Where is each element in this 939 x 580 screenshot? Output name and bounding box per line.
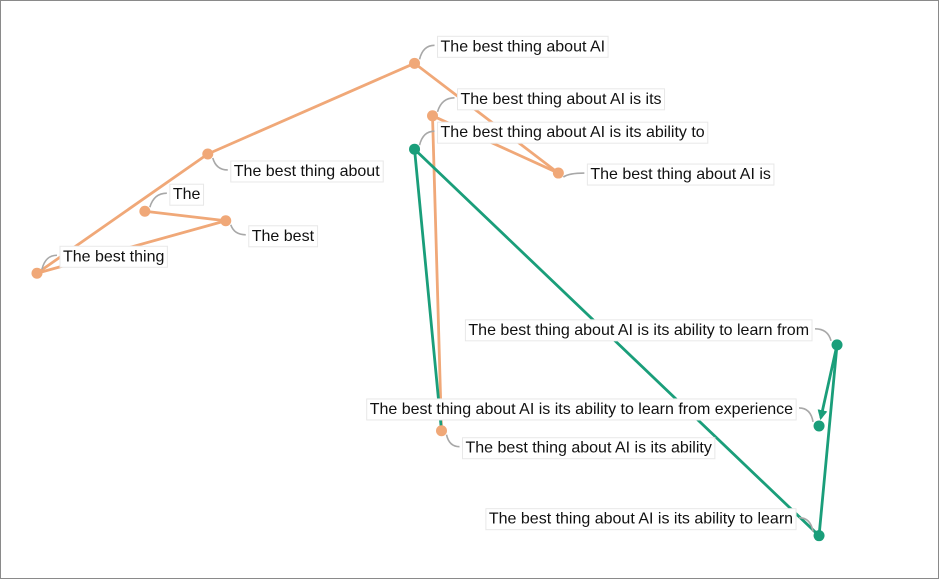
- trajectory-point: [427, 110, 439, 122]
- trajectory-segment: [817, 343, 839, 421]
- trajectory-point: [409, 143, 421, 155]
- trajectory-segment: [413, 61, 560, 175]
- point-label-background: [366, 398, 797, 421]
- point-label: The best thing: [63, 248, 164, 265]
- label-leader: [418, 44, 435, 60]
- point-label: The best thing about AI is its: [461, 91, 662, 108]
- point-label-background: [437, 121, 709, 144]
- label-leader: [418, 130, 435, 146]
- label-leader: [41, 254, 58, 270]
- label-leader: [436, 97, 455, 113]
- trajectory-point: [202, 148, 214, 160]
- trajectory-point: [552, 167, 564, 179]
- point-label-background: [59, 245, 168, 268]
- label-leaders: [41, 44, 832, 532]
- label-leader: [815, 328, 832, 342]
- point-label: The: [173, 186, 201, 203]
- trajectory-point: [813, 420, 825, 432]
- trajectory-segment: [143, 209, 228, 223]
- point-label-background: [485, 508, 797, 531]
- point-label-background: [230, 160, 384, 183]
- trajectory-segment: [413, 147, 821, 538]
- point-label: The best: [252, 228, 315, 245]
- label-leader: [799, 407, 814, 423]
- point-label: The best thing about AI is its ability t…: [468, 322, 809, 339]
- point-label-background: [464, 319, 813, 342]
- point-label: The best thing about AI is: [590, 166, 771, 183]
- trajectory-segments: [35, 61, 839, 538]
- point-label: The best thing about AI is its ability t…: [489, 511, 793, 528]
- point-label-background: [462, 437, 716, 460]
- point-label-background: [437, 35, 609, 58]
- trajectory-point: [831, 339, 843, 351]
- trajectory-point: [31, 267, 43, 279]
- point-label: The best thing about AI is its ability: [466, 440, 712, 457]
- trajectory-point: [813, 530, 825, 542]
- label-leader: [229, 224, 246, 236]
- label-leader: [212, 157, 228, 171]
- point-label-background: [169, 183, 205, 206]
- trajectory-point: [409, 57, 421, 69]
- point-label: The best thing about AI: [441, 38, 606, 55]
- trajectory-segment: [413, 147, 443, 433]
- point-label-background: [457, 88, 666, 111]
- trajectory-point: [436, 425, 447, 437]
- trajectory-segment: [206, 61, 416, 156]
- point-label: The best thing about: [234, 163, 380, 180]
- point-label: The best thing about AI is its ability t…: [370, 401, 793, 418]
- point-label-background: [248, 225, 319, 248]
- label-leader: [799, 516, 814, 532]
- trajectory-points: [31, 57, 843, 542]
- point-label: The best thing about AI is its ability t…: [441, 124, 705, 141]
- trajectory-point: [139, 205, 151, 217]
- point-label-background: [586, 163, 775, 186]
- label-leader: [562, 172, 585, 178]
- label-leader: [149, 192, 167, 208]
- trajectory-point: [220, 215, 232, 227]
- label-leader: [445, 434, 460, 448]
- trajectory-segment: [817, 343, 839, 538]
